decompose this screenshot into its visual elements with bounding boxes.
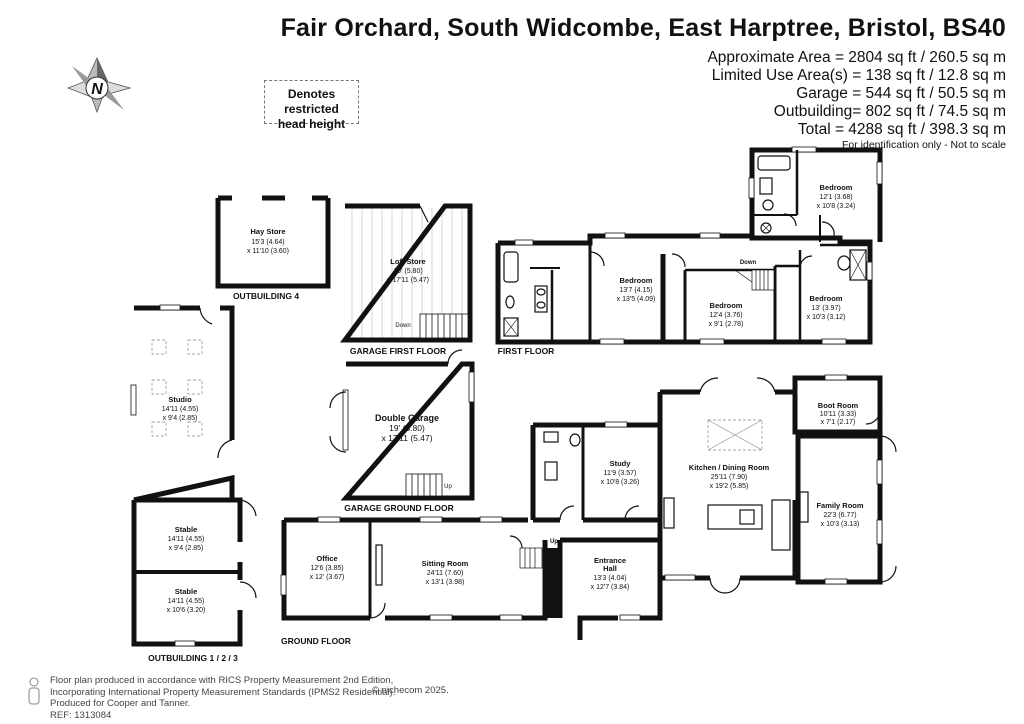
- restricted-height-legend: Denotes restricted head height: [264, 80, 359, 131]
- footer-line-4: REF: 1313084: [50, 709, 112, 721]
- footer-line-3: Produced for Cooper and Tanner.: [50, 698, 191, 709]
- total-area: Total = 4288 sq ft / 398.3 sq m: [797, 121, 1006, 138]
- bedroom-c-dim1: 13' (3.97): [811, 305, 840, 312]
- bedroom-d-dim2: x 10'8 (3.24): [817, 203, 856, 210]
- stable-1-dim1: 14'11 (4.55): [168, 536, 205, 543]
- study-dim1: 11'9 (3.57): [604, 470, 637, 477]
- kitchen-dim1: 25'11 (7.90): [711, 474, 748, 481]
- bedroom-b-dim2: x 9'1 (2.78): [709, 321, 744, 328]
- boot-room-name: Boot Room: [818, 401, 859, 410]
- outbuilding-4-label: OUTBUILDING 4: [233, 291, 299, 301]
- bedroom-c-dim2: x 10'3 (3.12): [807, 314, 846, 321]
- loft-store-name: Loft Store: [390, 257, 425, 266]
- person-icon: [28, 677, 40, 705]
- office-dim2: x 12' (3.67): [310, 574, 345, 581]
- outbuilding-123-plan: Studio 14'11 (4.55) x 9'4 (2.85) Stable …: [130, 304, 257, 647]
- garage-first-floor-label: GARAGE FIRST FLOOR: [350, 346, 446, 356]
- boot-room-dim2: x 7'1 (2.17): [821, 419, 856, 426]
- footer-line-1: Floor plan produced in accordance with R…: [50, 675, 394, 686]
- compass-label: N: [91, 81, 103, 98]
- family-room-dim1: 22'3 (6.77): [823, 512, 856, 519]
- garage-ground-floor-label: GARAGE GROUND FLOOR: [344, 503, 454, 513]
- study-dim2: x 10'8 (3.26): [601, 479, 640, 486]
- ground-floor-plan: Up Entrance Hall 13'3 (4.04) x 12'7 (3.8…: [280, 374, 897, 640]
- entrance-hall-name: Entrance: [594, 556, 626, 565]
- stable-2-dim2: x 10'6 (3.20): [167, 607, 206, 614]
- hay-store-name: Hay Store: [250, 227, 285, 236]
- garage-up-label: Up: [444, 484, 452, 490]
- hay-store-dim1: 15'3 (4.64): [251, 239, 284, 246]
- office-dim1: 12'6 (3.85): [310, 565, 343, 572]
- double-garage-plan: Up Double Garage 19' (5.80) x 17'11 (5.4…: [329, 349, 475, 501]
- family-room-dim2: x 10'3 (3.13): [821, 521, 860, 528]
- double-garage-dim1: 19' (5.80): [389, 423, 425, 433]
- study-name: Study: [610, 459, 632, 468]
- garage-area: Garage = 544 sq ft / 50.5 sq m: [796, 85, 1006, 102]
- sitting-room-dim2: x 13'1 (3.98): [426, 579, 465, 586]
- bedroom-a-name: Bedroom: [620, 276, 653, 285]
- entrance-hall-name-2: Hall: [603, 564, 617, 573]
- first-floor-plan: Down Bedroom 13'7 (4.15) x 13'5 (4.09) B…: [495, 146, 883, 345]
- limited-use-area: Limited Use Area(s) = 138 sq ft / 12.8 s…: [711, 67, 1006, 84]
- page-title: Fair Orchard, South Widcombe, East Harpt…: [280, 14, 1006, 42]
- legend-line-2: head height: [277, 117, 346, 131]
- bedroom-b-name: Bedroom: [710, 301, 743, 310]
- hay-store-dim2: x 11'10 (3.60): [247, 248, 289, 255]
- entrance-hall-dim2: x 12'7 (3.84): [591, 584, 630, 591]
- kitchen-name: Kitchen / Dining Room: [689, 463, 770, 472]
- boot-room-dim1: 10'11 (3.33): [820, 411, 857, 418]
- hay-store-plan: Hay Store 15'3 (4.64) x 11'10 (3.60): [215, 195, 331, 289]
- ground-floor-label: GROUND FLOOR: [281, 636, 351, 646]
- sitting-room-dim1: 24'11 (7.60): [427, 570, 464, 577]
- approximate-area: Approximate Area = 2804 sq ft / 260.5 sq…: [707, 49, 1006, 66]
- loft-store-dim1: 19' (5.80): [393, 268, 422, 275]
- area-summary: Approximate Area = 2804 sq ft / 260.5 sq…: [707, 49, 1006, 152]
- footer-line-2: Incorporating International Property Mea…: [50, 686, 396, 698]
- bedroom-a-dim1: 13'7 (4.15): [619, 287, 652, 294]
- first-floor-label: FIRST FLOOR: [498, 346, 555, 356]
- kitchen-dim2: x 19'2 (5.85): [710, 483, 749, 490]
- stable-2-dim1: 14'11 (4.55): [168, 598, 205, 605]
- footer-notes: Floor plan produced in accordance with R…: [50, 675, 395, 721]
- office-name: Office: [316, 554, 337, 563]
- compass-icon: N: [66, 57, 132, 114]
- stable-1-name: Stable: [175, 525, 198, 534]
- loft-down-label: Down: [395, 323, 410, 329]
- family-room-name: Family Room: [816, 501, 863, 510]
- outbuilding-area: Outbuilding= 802 sq ft / 74.5 sq m: [773, 103, 1006, 120]
- sitting-room-name: Sitting Room: [422, 559, 469, 568]
- stable-2-name: Stable: [175, 587, 198, 596]
- ground-up-label: Up: [550, 539, 558, 545]
- loft-store-dim2: x 17'11 (5.47): [387, 277, 429, 284]
- double-garage-dim2: x 17'11 (5.47): [381, 433, 432, 443]
- stable-1-dim2: x 9'4 (2.85): [169, 545, 204, 552]
- studio-dim1: 14'11 (4.55): [162, 406, 199, 413]
- outbuilding-123-label: OUTBUILDING 1 / 2 / 3: [148, 653, 238, 663]
- bedroom-a-dim2: x 13'5 (4.09): [617, 296, 656, 303]
- copyright: © nichecom 2025.: [372, 685, 449, 696]
- legend-line-1: Denotes restricted: [284, 87, 339, 116]
- double-garage-name: Double Garage: [375, 413, 439, 423]
- entrance-hall-dim1: 13'3 (4.04): [593, 575, 626, 582]
- identification-note: For identification only - Not to scale: [842, 139, 1006, 151]
- studio-name: Studio: [168, 395, 192, 404]
- bedroom-d-name: Bedroom: [820, 183, 853, 192]
- bedroom-c-name: Bedroom: [810, 294, 843, 303]
- first-floor-down-label: Down: [740, 260, 757, 266]
- loft-store-plan: Down Loft Store 19' (5.80) x 17'11 (5.47…: [340, 203, 473, 343]
- studio-dim2: x 9'4 (2.85): [163, 415, 198, 422]
- bedroom-b-dim1: 12'4 (3.76): [709, 312, 742, 319]
- bedroom-d-dim1: 12'1 (3.68): [819, 194, 852, 201]
